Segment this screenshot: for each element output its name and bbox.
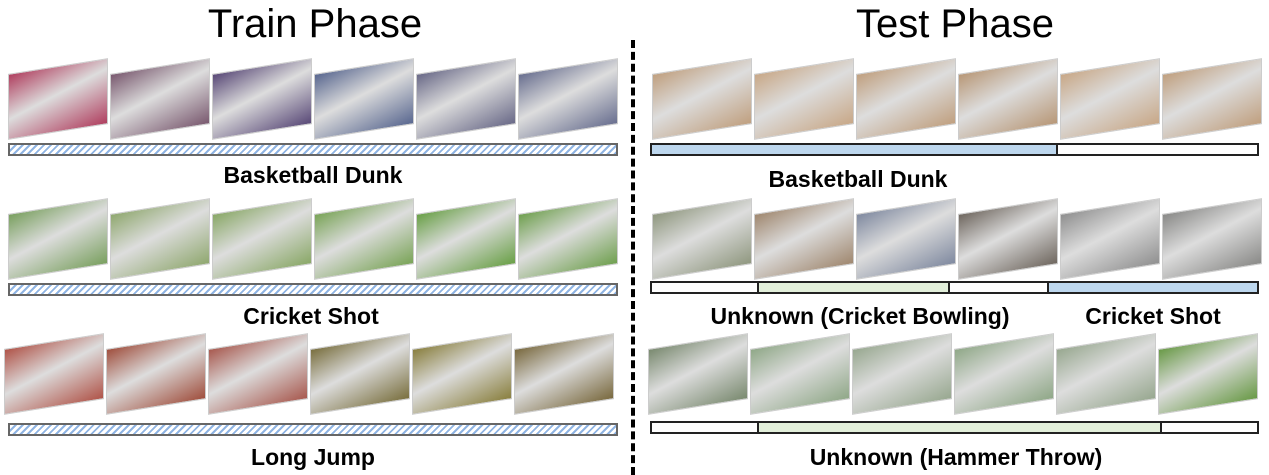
video-frame <box>416 58 516 140</box>
video-frame <box>314 198 414 280</box>
video-frame <box>652 58 752 140</box>
video-frame <box>1060 198 1160 280</box>
video-frame <box>310 333 410 415</box>
frames-train-2 <box>4 333 614 415</box>
video-frame <box>518 58 618 140</box>
video-frame <box>652 198 752 280</box>
train-label-0: Basketball Dunk <box>223 162 403 188</box>
video-frame <box>314 58 414 140</box>
video-frame <box>110 58 210 140</box>
video-frame <box>212 198 312 280</box>
video-frame <box>4 333 104 415</box>
phase-divider <box>631 40 635 475</box>
video-frame <box>754 58 854 140</box>
video-frame <box>856 198 956 280</box>
test-label-1-0: Unknown (Cricket Bowling) <box>710 303 1010 329</box>
test-bar-2 <box>650 421 1259 434</box>
timeline-segment <box>652 423 757 432</box>
video-frame <box>648 333 748 415</box>
video-frame <box>958 198 1058 280</box>
video-frame <box>1158 333 1258 415</box>
video-frame <box>416 198 516 280</box>
video-frame <box>212 58 312 140</box>
video-frame <box>514 333 614 415</box>
train-bar-1 <box>8 283 618 296</box>
timeline-segment <box>948 283 1048 292</box>
video-frame <box>1060 58 1160 140</box>
timeline-segment <box>756 283 949 292</box>
train-phase-title: Train Phase <box>207 2 423 46</box>
video-frame <box>518 198 618 280</box>
video-frame <box>954 333 1054 415</box>
video-frame <box>8 198 108 280</box>
timeline-segment <box>1047 283 1257 292</box>
test-label-0-0: Basketball Dunk <box>768 166 948 192</box>
test-bar-0 <box>650 143 1259 156</box>
video-frame <box>754 198 854 280</box>
video-frame <box>110 198 210 280</box>
video-frame <box>856 58 956 140</box>
test-bar-1 <box>650 281 1259 294</box>
train-label-1: Cricket Shot <box>243 303 379 329</box>
frames-test-2 <box>648 333 1258 415</box>
video-frame <box>8 58 108 140</box>
video-frame <box>106 333 206 415</box>
train-label-2: Long Jump <box>251 444 375 470</box>
video-frame <box>208 333 308 415</box>
frames-train-0 <box>8 58 618 140</box>
frames-test-1 <box>652 198 1262 280</box>
train-bar-0 <box>8 143 618 156</box>
timeline-segment <box>652 283 757 292</box>
timeline-segment <box>1159 423 1257 432</box>
video-frame <box>1162 58 1262 140</box>
timeline-segment <box>756 423 1160 432</box>
test-phase-title: Test Phase <box>856 2 1054 46</box>
frames-train-1 <box>8 198 618 280</box>
test-label-1-1: Cricket Shot <box>1085 303 1221 329</box>
video-frame <box>1162 198 1262 280</box>
video-frame <box>412 333 512 415</box>
video-frame <box>1056 333 1156 415</box>
video-frame <box>852 333 952 415</box>
timeline-segment <box>652 145 1056 154</box>
frames-test-0 <box>652 58 1262 140</box>
train-bar-2 <box>8 423 618 436</box>
video-frame <box>750 333 850 415</box>
test-label-2-0: Unknown (Hammer Throw) <box>809 444 1103 470</box>
video-frame <box>958 58 1058 140</box>
timeline-segment <box>1055 145 1257 154</box>
